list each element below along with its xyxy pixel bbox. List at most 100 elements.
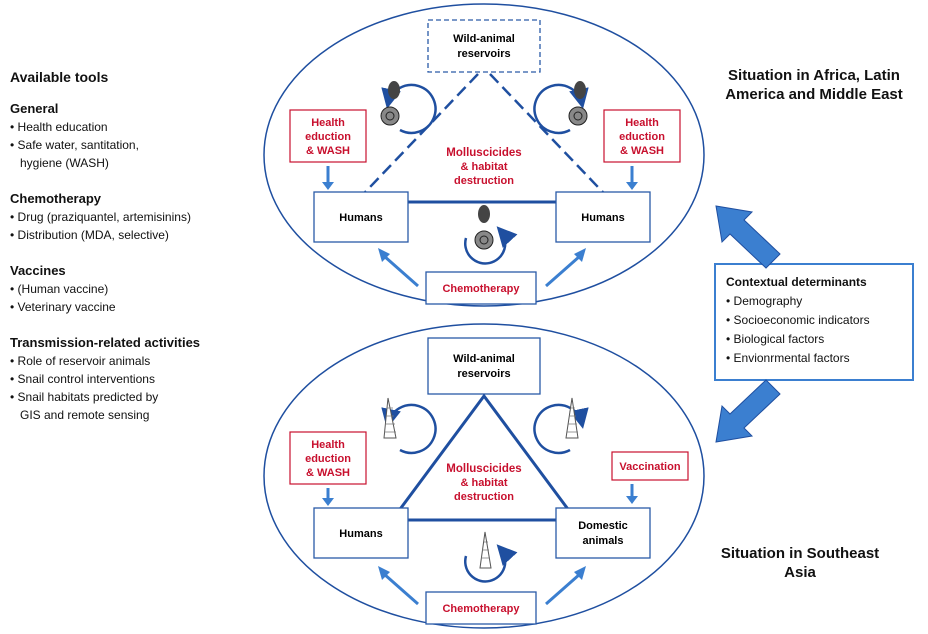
snail-icon	[380, 81, 400, 126]
snail-icon	[474, 205, 494, 250]
humans-label: Humans	[339, 212, 382, 224]
molluscicides-label: & habitat	[460, 161, 507, 173]
section-vaccines: Vaccines • (Human vaccine) • Veterinary …	[10, 262, 260, 316]
humans-label: Humans	[339, 528, 382, 540]
humans-box-left	[313, 191, 409, 243]
wash-box-right	[603, 109, 681, 163]
section-transmission: Transmission-related activities • Role o…	[10, 334, 260, 424]
domestic-animals-box	[555, 507, 651, 559]
wash-label: Health	[311, 117, 345, 129]
wash-label: Health	[625, 117, 659, 129]
section-heading: Transmission-related activities	[10, 335, 201, 350]
list-item: • Snail control interventions	[10, 372, 155, 386]
list-item: • Health education	[10, 120, 108, 134]
arrow-head	[626, 182, 638, 190]
section-heading: Chemotherapy	[10, 191, 102, 206]
molluscicides-label: Molluscicides	[446, 463, 521, 475]
cycle-arrow	[533, 83, 589, 135]
molluscicides-label: Molluscicides	[446, 147, 521, 159]
chemotherapy-box	[425, 591, 537, 625]
vaccination-box	[611, 451, 689, 481]
list-item: • Biological factors	[726, 332, 825, 346]
wash-label: Health	[311, 439, 345, 451]
arrow-head	[378, 566, 390, 580]
title-line: America and Middle East	[725, 86, 903, 103]
molluscicides-label: & habitat	[460, 477, 507, 489]
snail-icon	[568, 81, 588, 126]
title-line: Situation in Southeast	[720, 545, 880, 562]
humans-box-right	[555, 191, 651, 243]
wash-label: eduction	[305, 131, 351, 143]
reservoir-label: Wild-animal	[453, 353, 515, 365]
list-item: • Socioeconomic indicators	[726, 313, 870, 327]
domestic-label: Domestic	[578, 520, 628, 532]
title-line: Situation in Africa, Latin	[728, 67, 900, 84]
tools-title: Available tools	[10, 69, 109, 85]
humans-box	[313, 507, 409, 559]
wash-box-left	[289, 431, 367, 485]
domestic-label: animals	[583, 535, 624, 547]
section-heading: General	[10, 101, 59, 116]
chemotherapy-label: Chemotherapy	[442, 603, 520, 615]
arrow-head	[322, 498, 334, 506]
cycle-arrow	[464, 544, 518, 583]
arrow-head	[626, 496, 638, 504]
context-arrow-up	[715, 205, 781, 269]
list-item: GIS and remote sensing	[10, 408, 150, 422]
wash-label: eduction	[619, 131, 665, 143]
arrow-head	[574, 566, 586, 580]
bottom-situation-title: Situation in Southeast Asia	[700, 544, 900, 582]
triangle-side-left	[349, 73, 479, 209]
bottom-ellipse	[263, 323, 705, 629]
tools-panel: Available tools General • Health educati…	[10, 68, 260, 424]
reservoir-label: Wild-animal	[453, 33, 515, 45]
molluscicides-label: destruction	[454, 491, 514, 503]
oncomelania-snail-icon	[383, 397, 397, 439]
context-arrow-down	[715, 379, 781, 443]
wash-label: & WASH	[306, 145, 350, 157]
list-item: • Distribution (MDA, selective)	[10, 228, 169, 242]
reservoir-label: reservoirs	[457, 368, 510, 380]
oncomelania-snail-icon	[565, 397, 579, 439]
chemotherapy-box	[425, 271, 537, 305]
oncomelania-snail-icon	[479, 531, 492, 569]
reservoir-label: reservoirs	[457, 48, 510, 60]
list-item: • Snail habitats predicted by	[10, 390, 159, 404]
list-item: • Drug (praziquantel, artemisinins)	[10, 210, 191, 224]
wash-box-left	[289, 109, 367, 163]
arrow-diagonal	[383, 254, 419, 288]
arrow-head	[574, 248, 586, 262]
title-line: Asia	[784, 564, 816, 581]
reservoir-box	[427, 19, 541, 73]
top-situation-title: Situation in Africa, Latin America and M…	[700, 66, 928, 104]
list-item: • (Human vaccine)	[10, 282, 109, 296]
wash-label: & WASH	[306, 467, 350, 479]
wash-label: & WASH	[620, 145, 664, 157]
cycle-arrow	[381, 403, 437, 455]
top-diagram: Wild-animal reservoirs Health eduction &…	[263, 3, 705, 307]
section-heading: Vaccines	[10, 263, 66, 278]
list-item: • Veterinary vaccine	[10, 300, 116, 314]
cycle-arrow	[464, 226, 518, 265]
molluscicides-label: destruction	[454, 175, 514, 187]
wash-label: eduction	[305, 453, 351, 465]
triangle	[389, 393, 579, 522]
arrow-diagonal	[545, 254, 581, 288]
list-item: • Role of reservoir animals	[10, 354, 151, 368]
vaccination-label: Vaccination	[619, 461, 680, 473]
section-general: General • Health education • Safe water,…	[10, 100, 260, 172]
arrow-diagonal	[545, 572, 581, 606]
reservoir-box	[427, 337, 541, 395]
chemotherapy-label: Chemotherapy	[442, 283, 520, 295]
humans-label: Humans	[581, 212, 624, 224]
context-heading: Contextual determinants	[726, 275, 867, 289]
list-item: • Safe water, santitation,	[10, 138, 139, 152]
bottom-diagram: Wild-animal reservoirs Health eduction &…	[263, 323, 705, 629]
arrow-diagonal	[383, 572, 419, 606]
section-chemotherapy: Chemotherapy • Drug (praziquantel, artem…	[10, 190, 260, 244]
triangle-side-right	[489, 73, 619, 209]
list-item: hygiene (WASH)	[10, 156, 109, 170]
arrow-head	[378, 248, 390, 262]
arrow-head	[322, 182, 334, 190]
